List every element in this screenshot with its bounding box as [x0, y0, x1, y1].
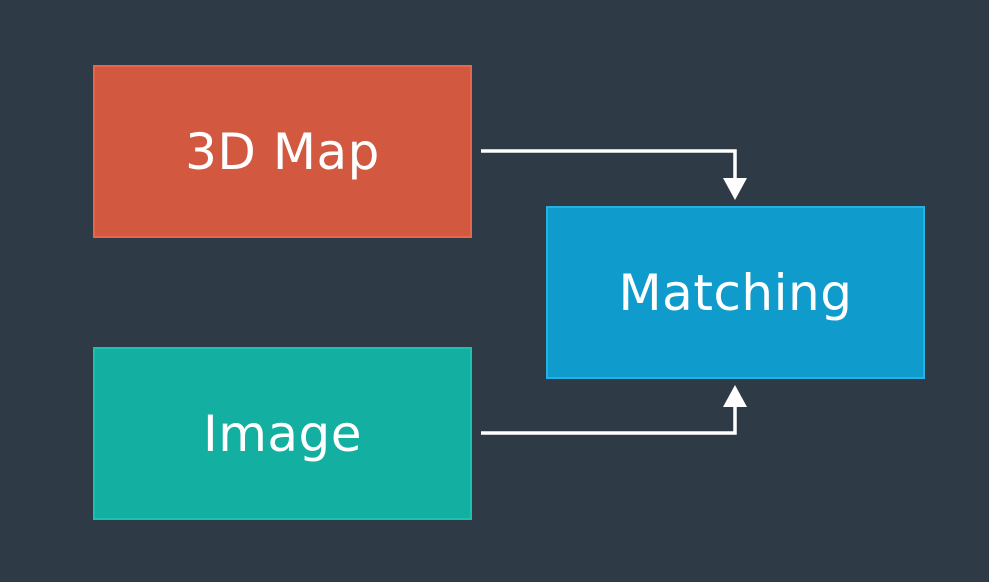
node-image: Image — [93, 347, 472, 520]
edge-map-to-matching — [481, 149, 737, 180]
node-3d-map-label: 3D Map — [185, 122, 380, 181]
node-matching: Matching — [546, 206, 925, 379]
arrowhead-down-icon — [723, 178, 747, 200]
arrowhead-up-icon — [723, 385, 747, 407]
node-3d-map: 3D Map — [93, 65, 472, 238]
node-image-label: Image — [202, 404, 363, 463]
node-matching-label: Matching — [618, 263, 853, 322]
edge-image-to-matching — [481, 406, 737, 435]
